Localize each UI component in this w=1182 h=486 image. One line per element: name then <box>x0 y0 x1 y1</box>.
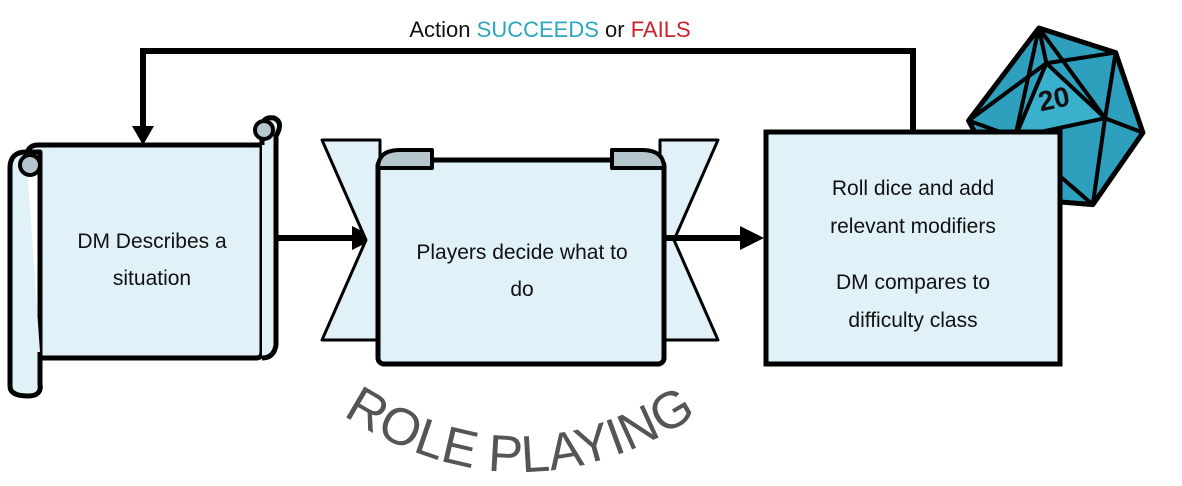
step3-line1: Roll dice and add <box>832 177 994 200</box>
role-playing-title: ROLE PLAYING <box>337 376 704 485</box>
feedback-loop-arrow <box>140 48 916 132</box>
step1-scroll <box>7 115 282 399</box>
step2-line2: do <box>510 278 533 301</box>
step2-banner <box>320 138 720 367</box>
step3-box <box>763 129 1063 367</box>
step3-line4: difficulty class <box>848 309 977 332</box>
step1-line2: situation <box>113 267 191 290</box>
step3-line3: DM compares to <box>836 271 990 294</box>
step1-line1: DM Describes a <box>77 230 227 253</box>
feedback-joiner: or <box>605 17 631 42</box>
role-playing-title-path: ROLE PLAYING <box>337 376 704 485</box>
feedback-succeeds: SUCCEEDS <box>477 17 599 42</box>
feedback-label: Action SUCCEEDS or FAILS <box>409 17 690 42</box>
arrowhead-step3 <box>740 226 764 250</box>
feedback-arrowhead <box>132 126 154 145</box>
feedback-fails: FAILS <box>631 17 691 42</box>
step2-line1: Players decide what to <box>416 241 627 264</box>
d20-face-label: 20 <box>1035 81 1072 118</box>
step3-line2: relevant modifiers <box>830 215 996 238</box>
feedback-prefix: Action <box>409 17 476 42</box>
